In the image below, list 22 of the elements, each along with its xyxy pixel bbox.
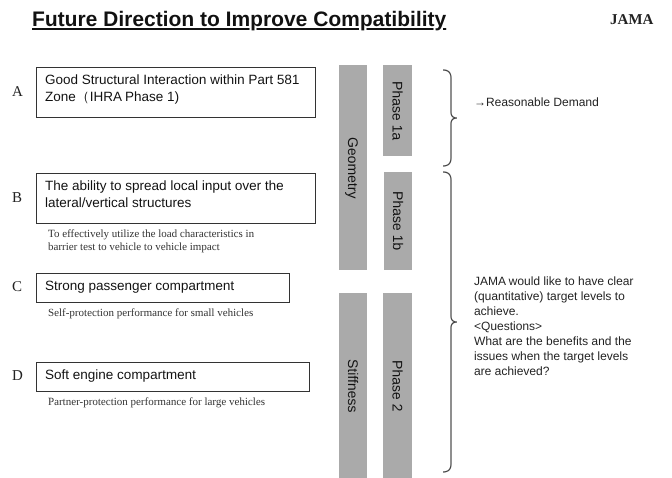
note-text: →Reasonable Demand bbox=[474, 95, 600, 109]
requirement-box: Good Structural Interaction within Part 581 Zone（IHRA Phase 1) bbox=[36, 67, 316, 118]
category-bar: Stiffness bbox=[339, 293, 367, 478]
caption-text: To effectively utilize the load characteristics in barrier test to vehicle to vehicle impact bbox=[48, 228, 256, 254]
category-bar: Phase 2 bbox=[383, 293, 412, 478]
slide-title: Future Direction to Improve Compatibility bbox=[32, 8, 446, 32]
requirement-box: Strong passenger compartment bbox=[36, 273, 290, 303]
caption-text: Partner-protection performance for large vehicles bbox=[48, 396, 266, 409]
requirement-box: Soft engine compartment bbox=[36, 362, 310, 392]
row-letter: C bbox=[12, 279, 22, 296]
category-bar: Phase 1a bbox=[383, 65, 412, 156]
note-text: What are the benefits and the issues when the target levels are achieved? bbox=[474, 334, 632, 379]
note-text: JAMA would like to have clear (quantitative) target levels to achieve. bbox=[474, 274, 634, 319]
row-letter: A bbox=[12, 84, 23, 100]
category-bar: Geometry bbox=[339, 65, 367, 270]
caption-text: Self-protection performance for small vehicles bbox=[48, 307, 254, 320]
row-letter: B bbox=[12, 190, 22, 206]
org-name: JAMA bbox=[610, 12, 654, 29]
requirement-box: The ability to spread local input over the lateral/vertical structures bbox=[36, 173, 316, 224]
category-bar: Phase 1b bbox=[384, 172, 412, 270]
note-text: <Questions> bbox=[474, 319, 544, 334]
row-letter: D bbox=[12, 368, 23, 385]
